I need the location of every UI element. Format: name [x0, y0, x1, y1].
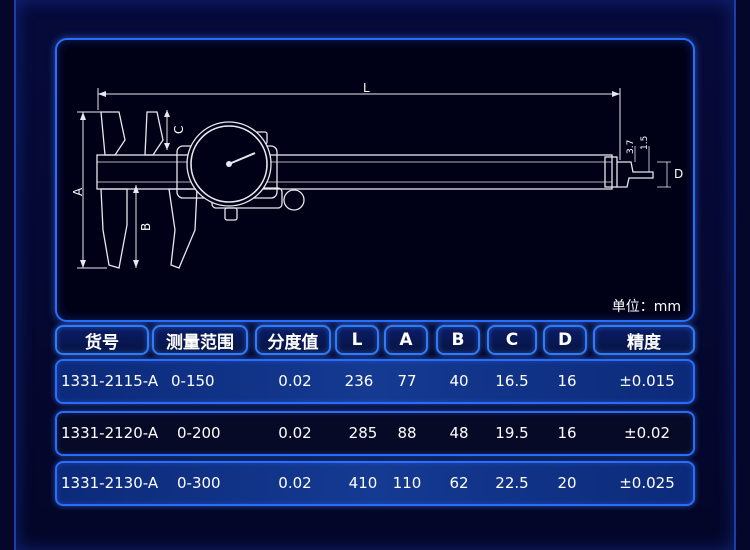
dim-label-d: D [674, 167, 683, 181]
cell-d: 20 [557, 474, 577, 492]
header-b: B [436, 325, 480, 355]
caliper-drawing: L A B C [71, 81, 683, 269]
cell-resolution: 0.02 [278, 424, 312, 442]
cell-l: 236 [344, 372, 374, 390]
cell-range: 0-150 [171, 372, 215, 390]
cell-b: 40 [449, 372, 469, 390]
header-item-no: 货号 [55, 325, 149, 355]
dim-label-a: A [71, 187, 85, 196]
cell-item-no: 1331-2115-A [61, 372, 159, 390]
cell-a: 110 [392, 474, 422, 492]
cell-accuracy: ±0.015 [619, 372, 675, 390]
cell-item-no: 1331-2130-A [61, 474, 159, 492]
cell-accuracy: ±0.025 [619, 474, 675, 492]
cell-resolution: 0.02 [278, 372, 312, 390]
cell-d: 16 [557, 372, 577, 390]
table-row: 1331-2115-A 0-150 0.02 236 77 40 16.5 16… [55, 359, 695, 404]
cell-range: 0-300 [177, 474, 221, 492]
header-c: C [487, 325, 537, 355]
table-row: 1331-2120-A 0-200 0.02 285 88 48 19.5 16… [55, 411, 695, 456]
dim-label-l: L [363, 81, 370, 95]
dim-label-small1: 3.7 [626, 140, 636, 154]
header-range: 测量范围 [152, 325, 248, 355]
cell-a: 77 [397, 372, 417, 390]
cell-range: 0-200 [177, 424, 221, 442]
unit-note: 单位：mm [611, 299, 681, 315]
cell-accuracy: ±0.02 [624, 424, 670, 442]
table-row: 1331-2130-A 0-300 0.02 410 110 62 22.5 2… [55, 461, 695, 506]
dim-label-c: C [172, 126, 186, 134]
cell-a: 88 [397, 424, 417, 442]
cell-l: 410 [348, 474, 378, 492]
header-a: A [384, 325, 428, 355]
cell-c: 22.5 [495, 474, 529, 492]
cell-b: 62 [449, 474, 469, 492]
header-resolution: 分度值 [255, 325, 331, 355]
cell-resolution: 0.02 [278, 474, 312, 492]
cell-c: 19.5 [495, 424, 529, 442]
dim-label-b: B [139, 223, 153, 231]
cell-c: 16.5 [495, 372, 529, 390]
header-l: L [335, 325, 379, 355]
header-accuracy: 精度 [593, 325, 695, 355]
cell-item-no: 1331-2120-A [61, 424, 159, 442]
header-d: D [543, 325, 587, 355]
caliper-diagram-panel: L A B C [55, 38, 695, 322]
cell-b: 48 [449, 424, 469, 442]
dim-label-small2: 1.5 [640, 136, 650, 150]
cell-l: 285 [348, 424, 378, 442]
cell-d: 16 [557, 424, 577, 442]
